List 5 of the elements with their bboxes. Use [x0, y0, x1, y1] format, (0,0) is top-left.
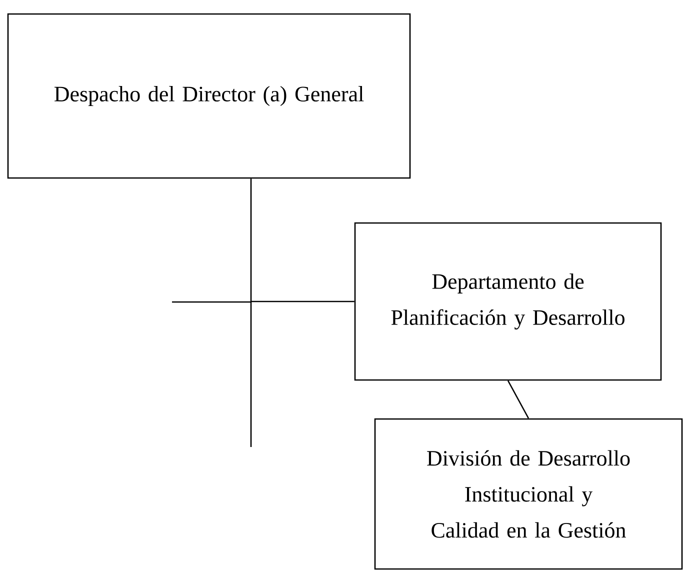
org-box: Departamento de Planificación y Desarrollo: [354, 222, 662, 381]
connector-line: [250, 178, 354, 302]
org-box: División de Desarrollo Institucional y Calidad en la Gestión: [374, 418, 683, 570]
connector-line: [507, 380, 530, 419]
org-box: Despacho del Director (a) General: [7, 13, 411, 179]
